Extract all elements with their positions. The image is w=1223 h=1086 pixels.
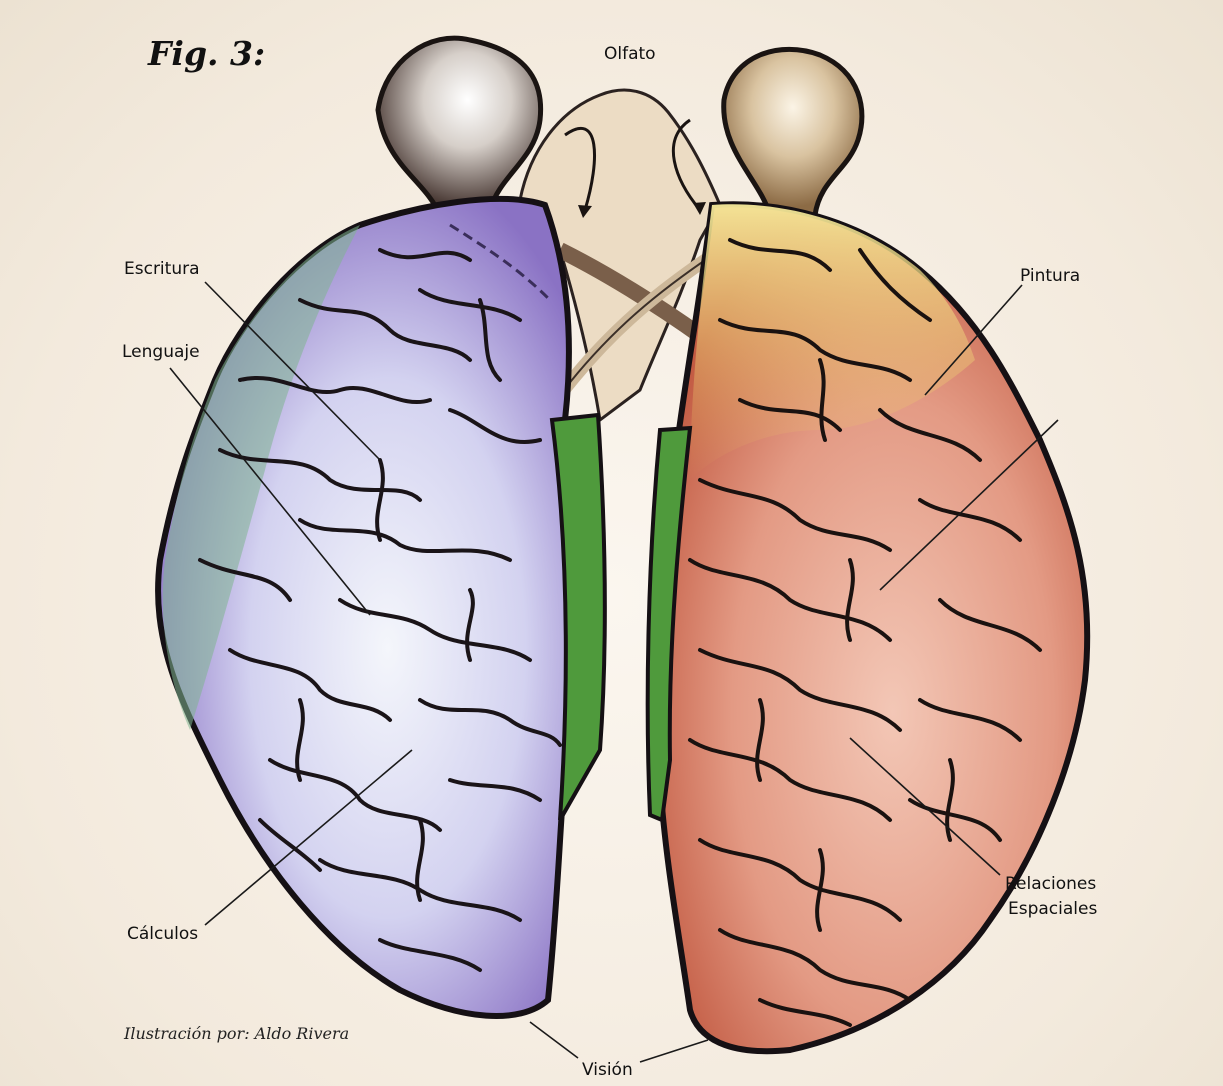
leader-vision-right (640, 1040, 708, 1062)
label-escritura: Escritura (124, 259, 200, 279)
right-olfactory-bulb (724, 49, 862, 215)
illustration-credit: Ilustración por: Aldo Rivera (124, 1024, 349, 1043)
label-olfato: Olfato (604, 44, 656, 64)
label-vision: Visión (582, 1060, 633, 1080)
label-calculos: Cálculos (127, 924, 198, 944)
label-pintura: Pintura (1020, 266, 1080, 286)
label-relaciones-line1: Relaciones (1005, 874, 1096, 894)
label-lenguaje: Lenguaje (122, 342, 200, 362)
left-olfactory-bulb (378, 38, 541, 215)
figure-title: Fig. 3: (148, 34, 265, 73)
label-relaciones-line2: Espaciales (1008, 899, 1097, 919)
leader-vision-left (530, 1022, 578, 1058)
